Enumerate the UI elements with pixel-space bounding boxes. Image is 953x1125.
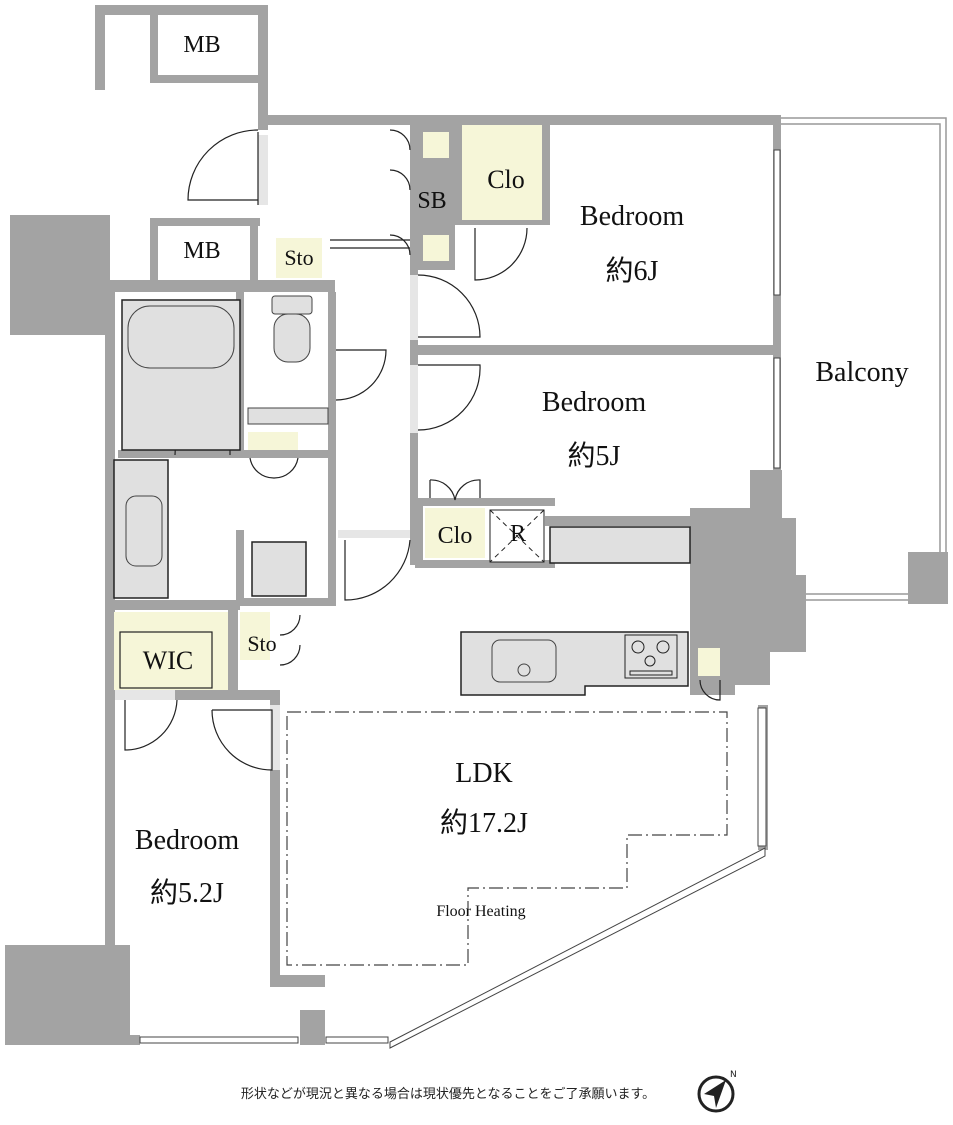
bedroom3-name: Bedroom <box>135 825 239 856</box>
bedroom3-size: 約5.2J <box>150 877 224 909</box>
floor-heating-area <box>286 711 728 966</box>
fridge-space <box>489 509 545 563</box>
walls <box>5 5 806 1045</box>
balcony-area <box>780 117 948 604</box>
bedroom1-name: Bedroom <box>580 201 684 232</box>
balcony-label: Balcony <box>815 357 908 388</box>
label-sto-hall: Sto <box>284 245 313 270</box>
ldk-size: 約17.2J <box>440 807 528 839</box>
washing-machine-pan <box>251 541 307 597</box>
label-fridge: R <box>510 521 526 547</box>
back-counter <box>549 526 691 564</box>
label-clo-bedroom2: Clo <box>438 523 473 549</box>
toilet <box>247 295 329 425</box>
label-sto-wic: Sto <box>247 631 276 656</box>
label-sb: SB <box>417 188 446 214</box>
kitchen-counter <box>460 631 689 696</box>
washbasin <box>113 459 169 599</box>
bathtub <box>121 299 241 451</box>
bedroom2-name: Bedroom <box>542 387 646 418</box>
floor-heating-label: Floor Heating <box>436 903 525 920</box>
ldk-name: LDK <box>455 758 513 789</box>
bedroom1-size: 約6J <box>606 255 659 287</box>
windows <box>139 149 781 1049</box>
label-mb-mid: MB <box>183 238 220 264</box>
doors <box>124 129 721 771</box>
compass-icon: N <box>697 1070 737 1113</box>
label-mb-top: MB <box>183 32 220 58</box>
disclaimer-note: 形状などが現況と異なる場合は現状優先となることをご了承願います。 <box>241 1086 655 1102</box>
closet-bedroom2 <box>425 508 485 558</box>
compass-north-label: N <box>730 1070 737 1080</box>
label-wic: WIC <box>143 646 194 675</box>
walk-in-closet <box>114 612 228 690</box>
bedroom2-size: 約5J <box>568 440 621 472</box>
closet-bedroom1 <box>462 125 542 220</box>
label-clo-bedroom1: Clo <box>487 165 525 194</box>
